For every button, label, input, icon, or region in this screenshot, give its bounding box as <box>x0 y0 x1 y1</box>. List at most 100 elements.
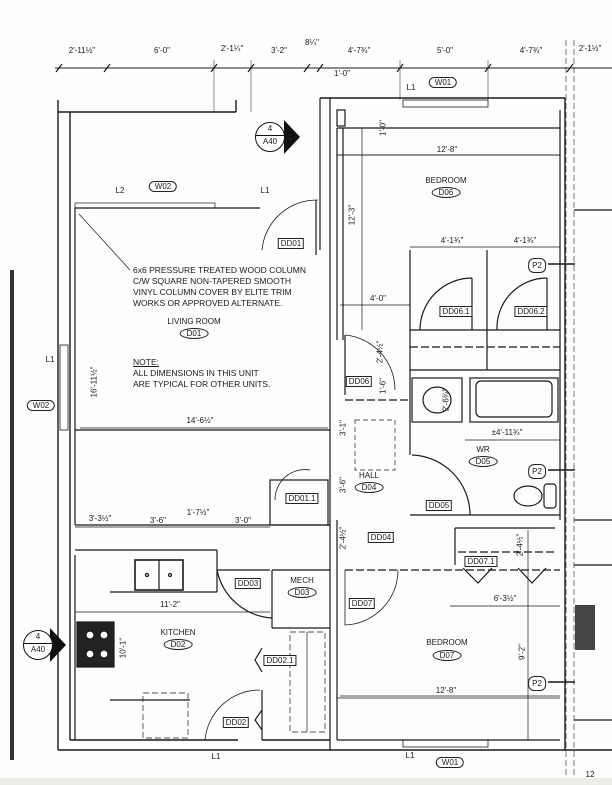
dimension-label: 2'-4½" <box>338 526 348 550</box>
dimension-label: 14'-6½" <box>186 416 214 425</box>
dimension-label: 4'-7¾" <box>347 46 371 55</box>
partition-tag: P2 <box>528 464 546 479</box>
dimension-label: 2'-4½" <box>515 533 525 557</box>
bedroom-d07-walls <box>337 527 560 741</box>
dimension-label: 1'-7½" <box>186 508 210 517</box>
door-tag: DD06.2 <box>514 306 548 317</box>
door-tag: DD06.1 <box>439 306 473 317</box>
note-line: ARE TYPICAL FOR OTHER UNITS. <box>133 379 271 389</box>
section-sheet: A40 <box>30 645 46 654</box>
dimension-label: 16'-11½" <box>89 366 99 398</box>
dimension-label: 4'-1¾" <box>440 236 464 245</box>
dimension-label: ±4'-11¾" <box>491 428 523 437</box>
dimension-label: 3'-3½" <box>88 514 112 523</box>
window-tag: W02 <box>26 400 56 411</box>
room-name-bedroom-d06: BEDROOM <box>425 176 467 185</box>
room-code-d03: D03 <box>287 587 317 598</box>
dimension-label: 5'-0" <box>437 46 453 55</box>
dimension-label: 6'-3½" <box>493 594 517 603</box>
window-tag: W02 <box>148 181 178 192</box>
dimension-label: 3'-2" <box>271 46 287 55</box>
dimension-label: 2'-4½" <box>375 340 385 364</box>
room-code-d01: D01 <box>179 328 209 339</box>
section-marker: 4 A40 <box>23 630 53 660</box>
general-note: NOTE: ALL DIMENSIONS IN THIS UNIT ARE TY… <box>133 357 270 390</box>
dimension-label: 8¼" <box>305 38 319 47</box>
column-note-line: 6x6 PRESSURE TREATED WOOD COLUMN <box>133 265 307 275</box>
partition-leaders <box>548 263 575 683</box>
room-code-d07: D07 <box>432 650 462 661</box>
room-code-d02: D02 <box>163 639 193 650</box>
lintel-label: L2 <box>115 186 125 195</box>
lintel-label: L1 <box>405 751 415 760</box>
door-tag: DD06 <box>345 376 373 387</box>
room-code-d06: D06 <box>431 187 461 198</box>
section-sheet: A40 <box>262 137 278 146</box>
dimension-label: 1'-6" <box>378 378 388 394</box>
dimension-label: 2'-6¾" <box>441 388 451 412</box>
dimension-label: 3'-6" <box>338 477 348 493</box>
room-name-wr: WR <box>476 445 490 454</box>
note-line: ALL DIMENSIONS IN THIS UNIT <box>133 368 259 378</box>
section-number: 4 <box>24 631 52 644</box>
section-arrow-icon <box>284 120 300 154</box>
dimension-label: 4'-0" <box>370 294 386 303</box>
dimension-label: 12'-8" <box>436 145 458 154</box>
dimension-label: 12'-8" <box>435 686 457 695</box>
door-tag: DD05 <box>425 500 453 511</box>
door-tag: DD02.1 <box>263 655 297 666</box>
dimension-label: 12'-3" <box>347 204 357 226</box>
door-tag: DD02 <box>222 717 250 728</box>
living-room-walls <box>74 98 331 525</box>
room-code-d04: D04 <box>354 482 384 493</box>
page-number: 12 <box>585 770 595 779</box>
column-note-line: C/W SQUARE NON-TAPERED SMOOTH <box>133 276 292 286</box>
door-tag: DD01.1 <box>285 493 319 504</box>
dimension-label: 2'-11½" <box>68 46 96 55</box>
dimension-label: 3'-6" <box>150 516 166 525</box>
room-name-hall: HALL <box>358 471 380 480</box>
window-tag: W01 <box>435 757 465 768</box>
room-name-bedroom-d07: BEDROOM <box>426 638 468 647</box>
room-name-living-room: LIVING ROOM <box>167 317 221 326</box>
door-tag: DD04 <box>367 532 395 543</box>
window-tag: W01 <box>428 77 458 88</box>
dimension-label: 10'-1" <box>118 637 128 659</box>
section-number: 4 <box>256 123 284 136</box>
door-tag: DD07.1 <box>464 556 498 567</box>
column-note-line: VINYL COLUMN COVER BY ELITE TRIM <box>133 287 292 297</box>
interior-dimension-lines <box>75 128 560 740</box>
section-arrow-icon <box>50 628 66 662</box>
washroom-walls <box>329 334 560 750</box>
partition-tag: P2 <box>528 676 546 691</box>
room-name-kitchen: KITCHEN <box>160 628 196 637</box>
lintel-label: L1 <box>406 83 416 92</box>
dimension-label: 3'-1" <box>338 420 348 436</box>
dimension-label: 4'-7¾" <box>519 46 543 55</box>
dimension-label: 1'-0" <box>378 120 388 136</box>
column-note: 6x6 PRESSURE TREATED WOOD COLUMN C/W SQU… <box>133 265 306 309</box>
partition-tag: P2 <box>528 258 546 273</box>
dimension-label: 4'-1¾" <box>513 236 537 245</box>
scan-edge <box>0 778 612 785</box>
lintel-label: L1 <box>260 186 270 195</box>
dimension-label: 2'-1¼" <box>220 44 244 53</box>
dimension-label: 11'-2" <box>160 600 180 609</box>
neighbor-unit-walls <box>574 209 612 721</box>
dimension-label: 2'-1½" <box>578 44 602 53</box>
dimension-label: 3'-0" <box>235 516 251 525</box>
lintel-label: L1 <box>45 355 55 364</box>
note-title: NOTE: <box>133 357 159 367</box>
dimension-label: 9'-2" <box>517 644 527 660</box>
section-marker: 4 A40 <box>255 122 285 152</box>
dimension-label: 1'-0" <box>334 69 350 78</box>
room-name-mech: MECH <box>290 576 314 585</box>
column-note-line: WORKS OR APPROVED ALTERNATE. <box>133 298 283 308</box>
dimension-label: 6'-0" <box>154 46 170 55</box>
kitchen-walls <box>74 469 330 741</box>
exterior-walls <box>10 97 612 760</box>
top-dimension-line <box>55 40 612 780</box>
lintel-label: L1 <box>211 752 221 761</box>
